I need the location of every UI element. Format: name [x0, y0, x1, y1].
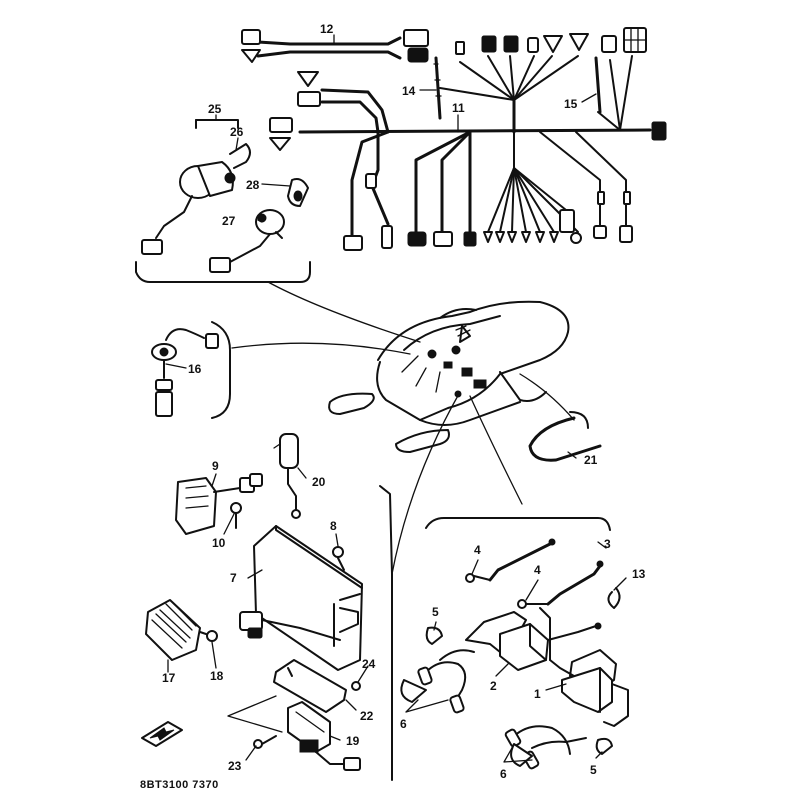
callout-11: 11 — [452, 101, 465, 115]
catalog-code: 8BT3100 7370 — [140, 779, 219, 791]
callout-24: 24 — [362, 657, 376, 671]
stop-switch-group — [151, 321, 411, 419]
cdi-box-9 — [175, 473, 263, 535]
leader-line — [267, 281, 421, 343]
callout-3: 3 — [604, 537, 611, 551]
callout-18: 18 — [210, 669, 224, 683]
wire-clamp-21 — [519, 373, 602, 462]
bracket-relay-group — [227, 659, 361, 771]
callout-8: 8 — [330, 519, 337, 533]
callout-9: 9 — [212, 459, 219, 473]
front-arrow-marker — [141, 721, 183, 747]
callout-26: 26 — [230, 125, 244, 139]
snowmobile-outline — [328, 300, 570, 453]
callout-7: 7 — [230, 571, 237, 585]
callout-5: 5 — [590, 763, 597, 777]
callout-23: 23 — [228, 759, 242, 773]
callout-5: 5 — [432, 605, 439, 619]
callout-14: 14 — [402, 84, 416, 98]
callout-6: 6 — [500, 767, 507, 781]
callout-12: 12 — [320, 22, 334, 36]
callout-22: 22 — [360, 709, 374, 723]
sub-wire-harness — [241, 29, 429, 63]
control-unit-7 — [239, 525, 363, 671]
callout-20: 20 — [312, 475, 326, 489]
callout-2: 2 — [490, 679, 497, 693]
callout-4: 4 — [534, 563, 541, 577]
callout-10: 10 — [212, 536, 226, 550]
callout-15: 15 — [564, 97, 578, 111]
ignition-group — [400, 538, 629, 770]
callout-19: 19 — [346, 734, 360, 748]
callout-28: 28 — [246, 178, 260, 192]
leader-line — [391, 391, 461, 575]
plug-20 — [273, 433, 301, 519]
divider-bracket — [379, 485, 393, 781]
callout-25: 25 — [208, 102, 222, 116]
leader-line — [469, 395, 523, 505]
callout-6: 6 — [400, 717, 407, 731]
rectifier-17 — [145, 599, 218, 661]
divider-bracket — [425, 517, 611, 531]
callout-17: 17 — [162, 671, 176, 685]
callout-numbers: 12 11 14 15 25 26 28 27 16 21 9 10 20 8 … — [162, 22, 646, 781]
main-switch-group — [135, 119, 311, 283]
callout-27: 27 — [222, 214, 236, 228]
callout-16: 16 — [188, 362, 202, 376]
main-wire-harness — [269, 27, 667, 251]
callout-1: 1 — [534, 687, 541, 701]
callout-4: 4 — [474, 543, 481, 557]
wire-harness — [241, 27, 667, 251]
callout-leaders — [165, 34, 627, 761]
callout-21: 21 — [584, 453, 598, 467]
callout-13: 13 — [632, 567, 646, 581]
